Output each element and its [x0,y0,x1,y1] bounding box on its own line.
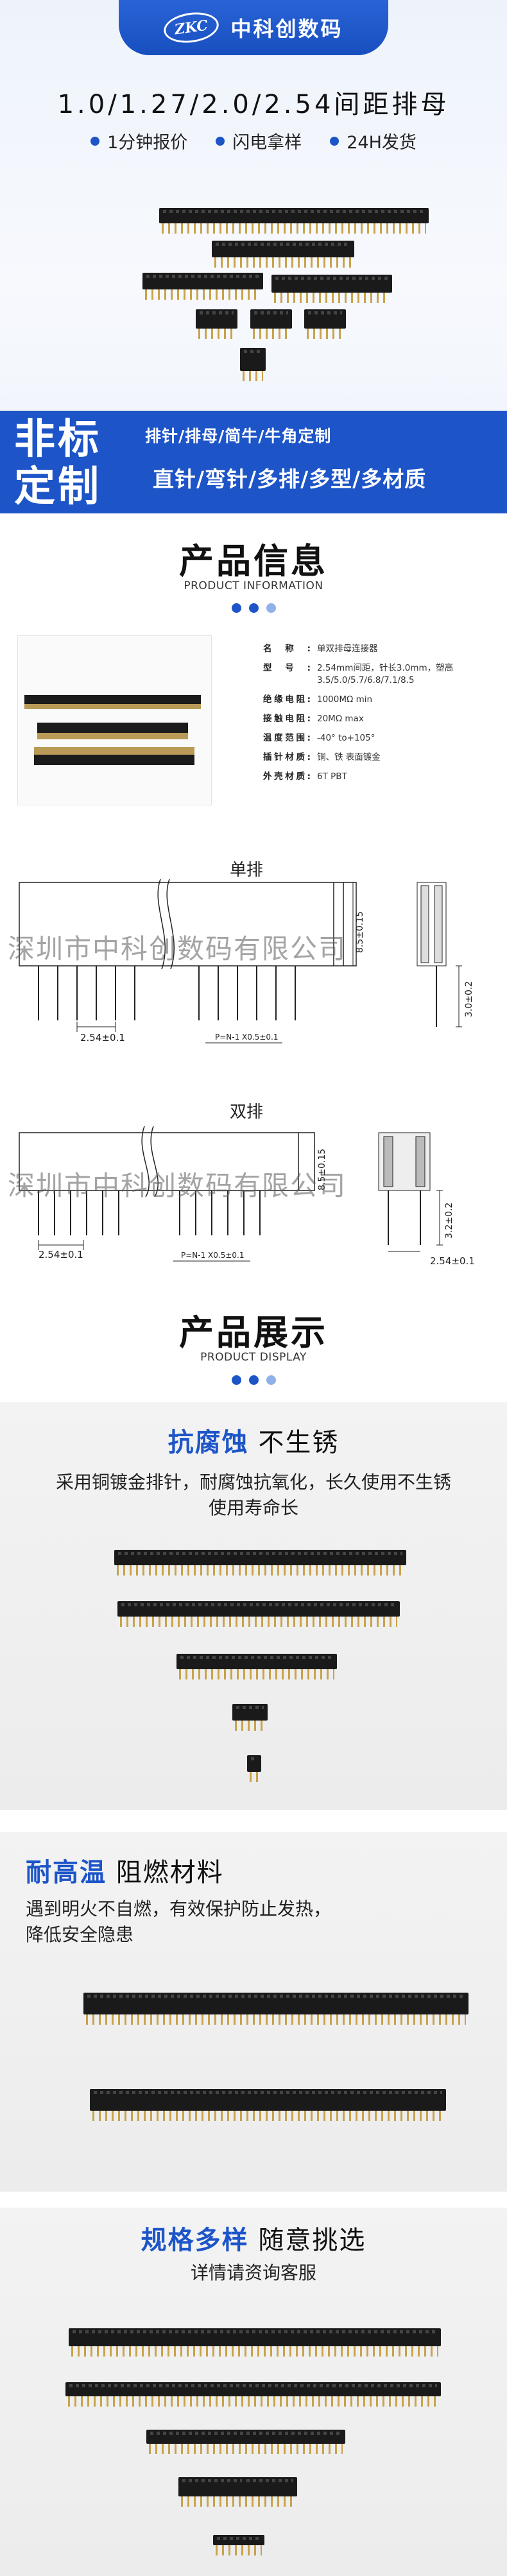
female-header-image [247,1755,261,1782]
female-header-image [178,2477,246,2507]
banner-subline-1: 排针/排母/简牛/牛角定制 [145,427,332,445]
side-pitch-dimension: 2.54±0.1 [430,1255,475,1267]
panel-title: 抗腐蚀 不生锈 [168,1428,339,1457]
brand-logo: ZKC 中科创数码 [119,0,388,55]
feature-quote: 1分钟报价 [90,128,187,153]
section-dots [0,1375,507,1385]
panel-heat-resistant: 耐高温 阻燃材料 遇到明火不自燃，有效保护防止发热， 降低安全隐患 [0,1832,507,2192]
spec-row: 型号:2.54mm间距，针长3.0mm，塑高3.5/5.0/5.7/6.8/7.… [263,663,454,685]
female-header-image [196,309,237,339]
female-header-image [304,309,346,339]
section-dots [0,603,507,613]
zkc-logo-mark: ZKC [162,9,221,46]
section-subtitle-info: PRODUCT INFORMATION [184,580,323,592]
section-title-display: 产品展示 [179,1312,328,1353]
height-dimension: 8.5±0.15 [317,1149,327,1190]
female-header-image [90,2089,446,2121]
female-header-image [83,1993,468,2025]
female-header-image [250,309,292,339]
watermark: 深圳市中科创数码有限公司 [8,933,347,965]
pitch-dimension: 2.54±0.1 [39,1249,83,1260]
height-dimension: 8.5±0.15 [355,911,365,953]
pin-length-dimension: 3.2±0.2 [444,1203,454,1239]
female-header-image [142,273,263,300]
pitch-dimension: 2.54±0.1 [80,1032,125,1043]
brand-name: 中科创数码 [230,17,343,41]
hero-title: 1.0/1.27/2.0/2.54间距排母 [57,90,450,119]
feature-shipping: 24H发货 [330,128,417,153]
panel-title: 耐高温 阻燃材料 [26,1858,224,1887]
spec-row: 接触电阻:20MΩ max [263,714,364,724]
spec-row: 绝缘电阻:1000MΩ min [263,694,373,705]
female-header-image [65,2382,441,2407]
female-header-image [176,1654,337,1679]
female-header-image [240,348,266,381]
female-header-image [232,1704,268,1731]
panel-corrosion: 抗腐蚀 不生锈 采用铜镀金排针，耐腐蚀抗氧化，长久使用不生锈 使用寿命长 [0,1402,507,1810]
panel-description: 详情请资询客服 [190,2262,316,2283]
female-header-image [69,2328,441,2357]
female-header-image [213,2535,264,2555]
feature-sample: 闪电拿样 [216,128,302,153]
spec-table: 名称:单双排母连接器 型号:2.54mm间距，针长3.0mm，塑高3.5/5.0… [263,643,494,790]
female-header-image [243,2477,297,2507]
drawing-label-double: 双排 [230,1103,264,1122]
section-subtitle-display: PRODUCT DISPLAY [200,1351,307,1364]
bullet-icon [216,136,225,146]
single-row-drawing: 2.54±0.1 P=N-1 X0.5±0.1 8.5±0.15 3.0±0.2 [19,879,474,1043]
panel-description: 遇到明火不自燃，有效保护防止发热， 降低安全隐患 [26,1898,332,1945]
spec-row: 外壳材质:6T PBT [263,771,347,782]
count-note: P=N-1 X0.5±0.1 [215,1033,279,1042]
feature-list: 1分钟报价 闪电拿样 24H发货 [0,128,507,153]
female-header-image [146,2430,345,2454]
panel-title: 规格多样 随意挑选 [141,2226,366,2255]
bullet-icon [330,136,339,146]
female-header-image [117,1601,400,1627]
female-header-image [271,275,392,303]
spec-row: 温度范围:-40° to+105° [263,733,375,743]
watermark: 深圳市中科创数码有限公司 [8,1170,347,1201]
drawing-label-single: 单排 [230,861,264,880]
panel-description: 采用铜镀金排针，耐腐蚀抗氧化，长久使用不生锈 使用寿命长 [55,1472,451,1518]
bullet-icon [90,136,100,146]
banner-subline-2: 直针/弯针/多排/多型/多材质 [153,467,427,492]
count-note: P=N-1 X0.5±0.1 [181,1251,245,1260]
section-title-info: 产品信息 [179,541,328,581]
panel-variety: 规格多样 随意挑选 详情请资询客服 [0,2208,507,2576]
banner-headline: 非标 定制 [14,416,101,511]
custom-banner [0,411,507,513]
female-header-image [159,208,429,234]
female-header-image [114,1550,406,1576]
female-header-image [212,241,354,268]
spec-row: 名称:单双排母连接器 [263,644,378,654]
spec-row: 插针材质:铜、铁 表面镀金 [263,752,381,762]
product-photo [17,635,212,805]
double-row-drawing: 2.54±0.1 P=N-1 X0.5±0.1 8.5±0.15 3.2±0.2… [19,1126,475,1267]
hero-section: ZKC 中科创数码 1.0/1.27/2.0/2.54间距排母 1分钟报价 闪电… [0,0,507,513]
pin-length-dimension: 3.0±0.2 [464,981,474,1017]
